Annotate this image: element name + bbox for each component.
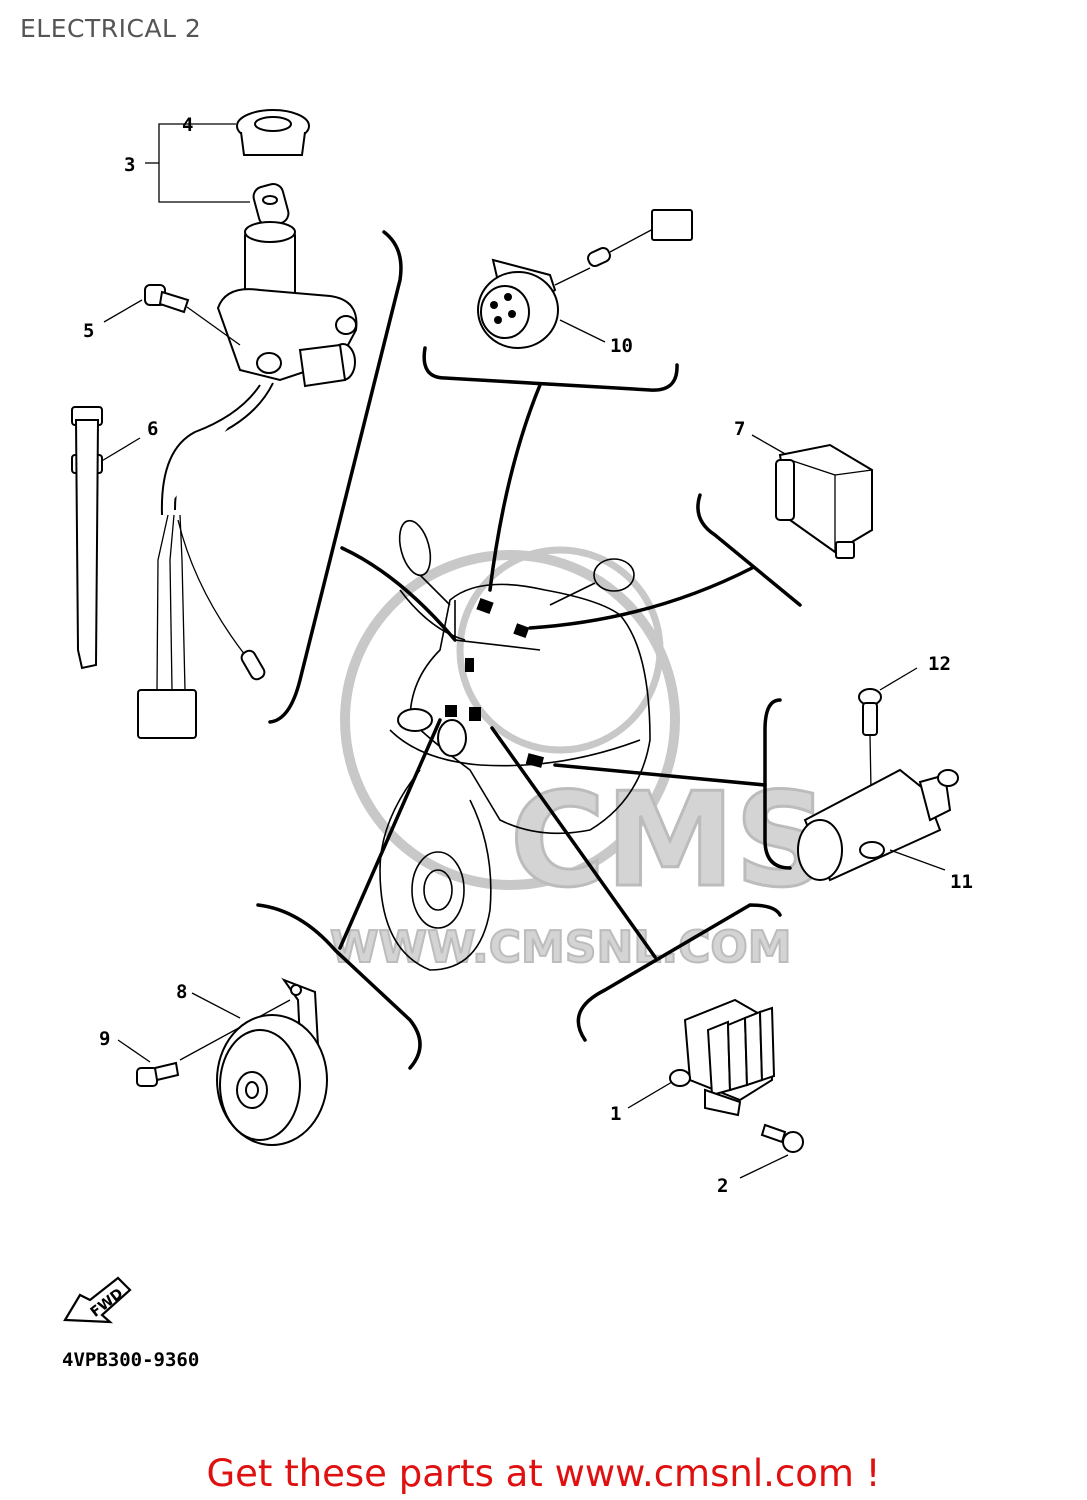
- callout-10: 10: [610, 335, 633, 357]
- watermark-logo: CMS: [510, 764, 828, 916]
- fwd-arrow-icon: FWD: [63, 1276, 132, 1324]
- callout-7: 7: [734, 418, 745, 440]
- callout-6: 6: [147, 418, 158, 440]
- pointer-lines: [256, 383, 782, 1070]
- connector-part-10: [422, 209, 693, 392]
- watermark: CMS WWW.CMSNL.COM: [329, 546, 830, 974]
- watermark-url: WWW.CMSNL.COM: [330, 922, 792, 973]
- callout-2: 2: [717, 1175, 728, 1197]
- footer-link[interactable]: Get these parts at www.cmsnl.com !: [206, 1452, 881, 1495]
- cable-tie-part-6: [71, 406, 141, 670]
- callout-1: 1: [610, 1103, 621, 1125]
- callout-8: 8: [176, 981, 187, 1003]
- screw-part-5: [103, 284, 241, 346]
- page-title: ELECTRICAL 2: [20, 14, 202, 43]
- relay-part-7: [696, 434, 873, 607]
- diagram-code: 4VPB300-9360: [62, 1349, 199, 1371]
- scooter-outline: [379, 519, 651, 971]
- callout-3: 3: [124, 154, 135, 176]
- callout-12: 12: [928, 653, 951, 675]
- callout-11: 11: [950, 871, 973, 893]
- bracket-left: [268, 230, 403, 724]
- callout-5: 5: [83, 320, 94, 342]
- horn-part-8: [117, 977, 328, 1146]
- callout-4: 4: [182, 114, 193, 136]
- regulator-part-1: [627, 998, 804, 1179]
- callout-9: 9: [99, 1028, 110, 1050]
- main-switch-assembly: [137, 109, 358, 739]
